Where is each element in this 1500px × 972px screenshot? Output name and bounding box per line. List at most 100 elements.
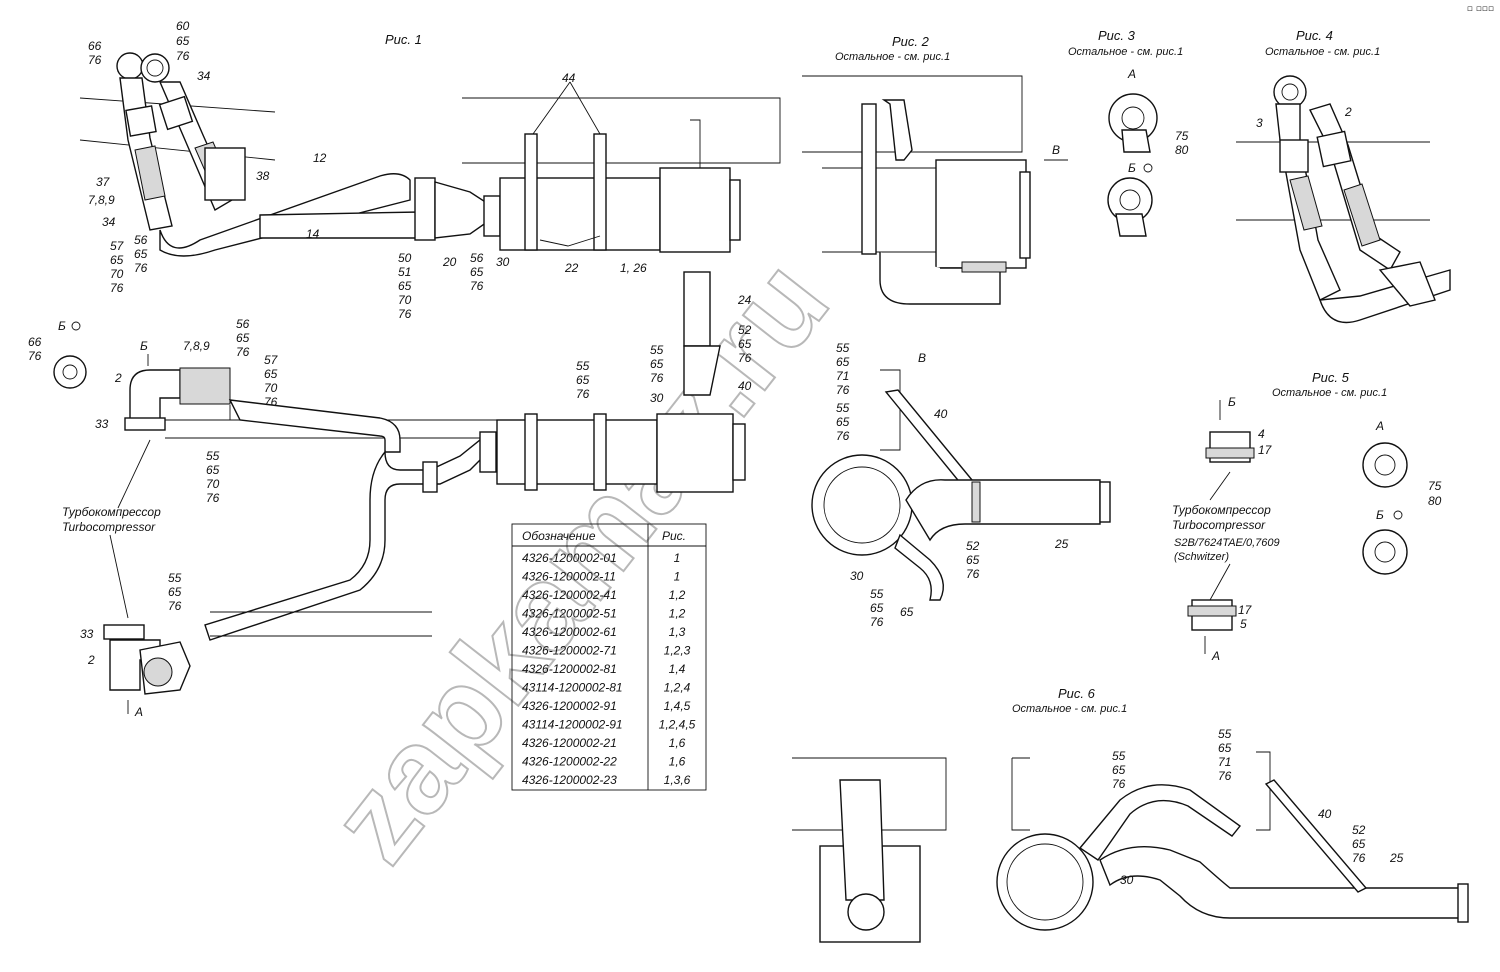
table-cell-fig: 1,3,6 <box>664 773 691 787</box>
fig2-note: Остальное - см. рис.1 <box>835 51 950 63</box>
svg-text:76: 76 <box>28 349 42 363</box>
svg-text:55: 55 <box>206 449 220 463</box>
fig1-title: Рис. 1 <box>385 32 422 47</box>
svg-text:57: 57 <box>110 239 125 253</box>
svg-text:76: 76 <box>110 281 124 295</box>
fig3-note: Остальное - см. рис.1 <box>1068 46 1183 58</box>
fig5-drawing: Рис. 5 Остальное - см. рис.1 Б 4 17 Турб… <box>1172 370 1442 663</box>
lbl-view-a5: А <box>1211 649 1220 663</box>
svg-text:65: 65 <box>870 601 884 615</box>
svg-text:76: 76 <box>836 429 850 443</box>
lbl-65: 65 <box>176 34 190 48</box>
svg-text:55: 55 <box>168 571 182 585</box>
svg-text:51: 51 <box>398 265 411 279</box>
svg-text:65: 65 <box>738 337 752 351</box>
turbo-label-en: Turbocompressor <box>62 520 156 534</box>
table-cell-fig: 1,4 <box>669 662 686 676</box>
fig2-title: Рис. 2 <box>892 34 930 49</box>
lbl-22: 22 <box>564 261 579 275</box>
table-cell-code: 4326-1200002-23 <box>522 773 617 787</box>
lbl-2a: 2 <box>114 371 122 385</box>
turbo-label-ru: Турбокомпрессор <box>62 505 161 519</box>
svg-text:65: 65 <box>168 585 182 599</box>
svg-text:65: 65 <box>1218 741 1232 755</box>
lbl-37: 37 <box>96 175 111 189</box>
lbl-80b: 80 <box>1428 494 1442 508</box>
turbo5-ru: Турбокомпрессор <box>1172 503 1271 517</box>
svg-text:55: 55 <box>1112 749 1126 763</box>
svg-text:76: 76 <box>236 345 250 359</box>
lbl-75a: 75 <box>1175 129 1189 143</box>
svg-text:76: 76 <box>470 279 484 293</box>
svg-text:76: 76 <box>576 387 590 401</box>
svg-text:70: 70 <box>206 477 220 491</box>
svg-text:76: 76 <box>1218 769 1232 783</box>
svg-text:52: 52 <box>1352 823 1366 837</box>
lbl-2-fig4: 2 <box>1344 105 1352 119</box>
svg-text:55: 55 <box>870 587 884 601</box>
lbl-30d: 30 <box>1120 873 1134 887</box>
table-cell-fig: 1,2 <box>669 607 686 621</box>
svg-text:65: 65 <box>836 415 850 429</box>
lbl-30b: 30 <box>650 391 664 405</box>
svg-text:76: 76 <box>966 567 980 581</box>
table-rows: 4326-1200002-01 1 4326-1200002-11 1 4326-120… <box>522 551 696 787</box>
svg-text:65: 65 <box>576 373 590 387</box>
lbl-2b: 2 <box>87 653 95 667</box>
lbl-34a: 34 <box>102 215 116 229</box>
svg-text:55: 55 <box>836 341 850 355</box>
svg-text:76: 76 <box>870 615 884 629</box>
svg-text:76: 76 <box>134 261 148 275</box>
svg-text:56: 56 <box>134 233 148 247</box>
table-cell-code: 4326-1200002-11 <box>522 570 616 584</box>
table-cell-fig: 1 <box>674 570 681 584</box>
svg-text:57: 57 <box>264 353 279 367</box>
corner-mark: ▫ ▫▫▫ <box>1466 4 1494 14</box>
svg-text:71: 71 <box>836 369 849 383</box>
lbl-76: 76 <box>176 49 190 63</box>
table-cell-fig: 1,2,4 <box>664 681 691 695</box>
lbl-view-a3: А <box>1127 67 1136 81</box>
table-cell-code: 4326-1200002-22 <box>522 755 617 769</box>
table-cell-fig: 1,3 <box>669 625 686 639</box>
svg-text:76: 76 <box>738 351 752 365</box>
lbl-44: 44 <box>562 71 576 85</box>
table-cell-fig: 1,6 <box>669 755 686 769</box>
fig2-drawing: Рис. 2 Остальное - см. рис.1 <box>802 34 1031 305</box>
lbl-4-fig5: 4 <box>1258 427 1265 441</box>
svg-text:65: 65 <box>398 279 412 293</box>
svg-text:52: 52 <box>738 323 752 337</box>
fig6-title: Рис. 6 <box>1058 686 1096 701</box>
lbl-34b: 34 <box>197 69 211 83</box>
svg-text:65: 65 <box>1112 763 1126 777</box>
fig5-note: Остальное - см. рис.1 <box>1272 387 1387 399</box>
table-cell-code: 4326-1200002-01 <box>522 551 617 565</box>
lbl-view-b5: Б <box>1228 395 1236 409</box>
svg-text:70: 70 <box>110 267 124 281</box>
lbl-view-v2: В <box>1052 143 1060 157</box>
svg-text:55: 55 <box>836 401 850 415</box>
svg-text:52: 52 <box>966 539 980 553</box>
lbl-view-a1: А <box>134 705 143 719</box>
svg-text:65: 65 <box>470 265 484 279</box>
svg-text:76: 76 <box>1352 851 1366 865</box>
svg-text:65: 65 <box>1352 837 1366 851</box>
lbl-view-v: В <box>918 351 926 365</box>
lbl-24: 24 <box>737 293 752 307</box>
turbo5-maker: (Schwitzer) <box>1174 551 1229 563</box>
lbl-76b: 76 <box>88 53 102 67</box>
svg-text:55: 55 <box>1218 727 1232 741</box>
table-cell-fig: 1 <box>674 551 681 565</box>
table-cell-code: 4326-1200002-21 <box>522 736 617 750</box>
lbl-view-a5b: А <box>1375 419 1384 433</box>
svg-text:66: 66 <box>28 335 42 349</box>
lbl-view-b3: Б <box>1128 161 1136 175</box>
table-cell-code: 4326-1200002-81 <box>522 662 617 676</box>
svg-text:76: 76 <box>206 491 220 505</box>
lbl-789: 7,8,9 <box>88 193 115 207</box>
svg-text:56: 56 <box>470 251 484 265</box>
lbl-40b: 40 <box>934 407 948 421</box>
